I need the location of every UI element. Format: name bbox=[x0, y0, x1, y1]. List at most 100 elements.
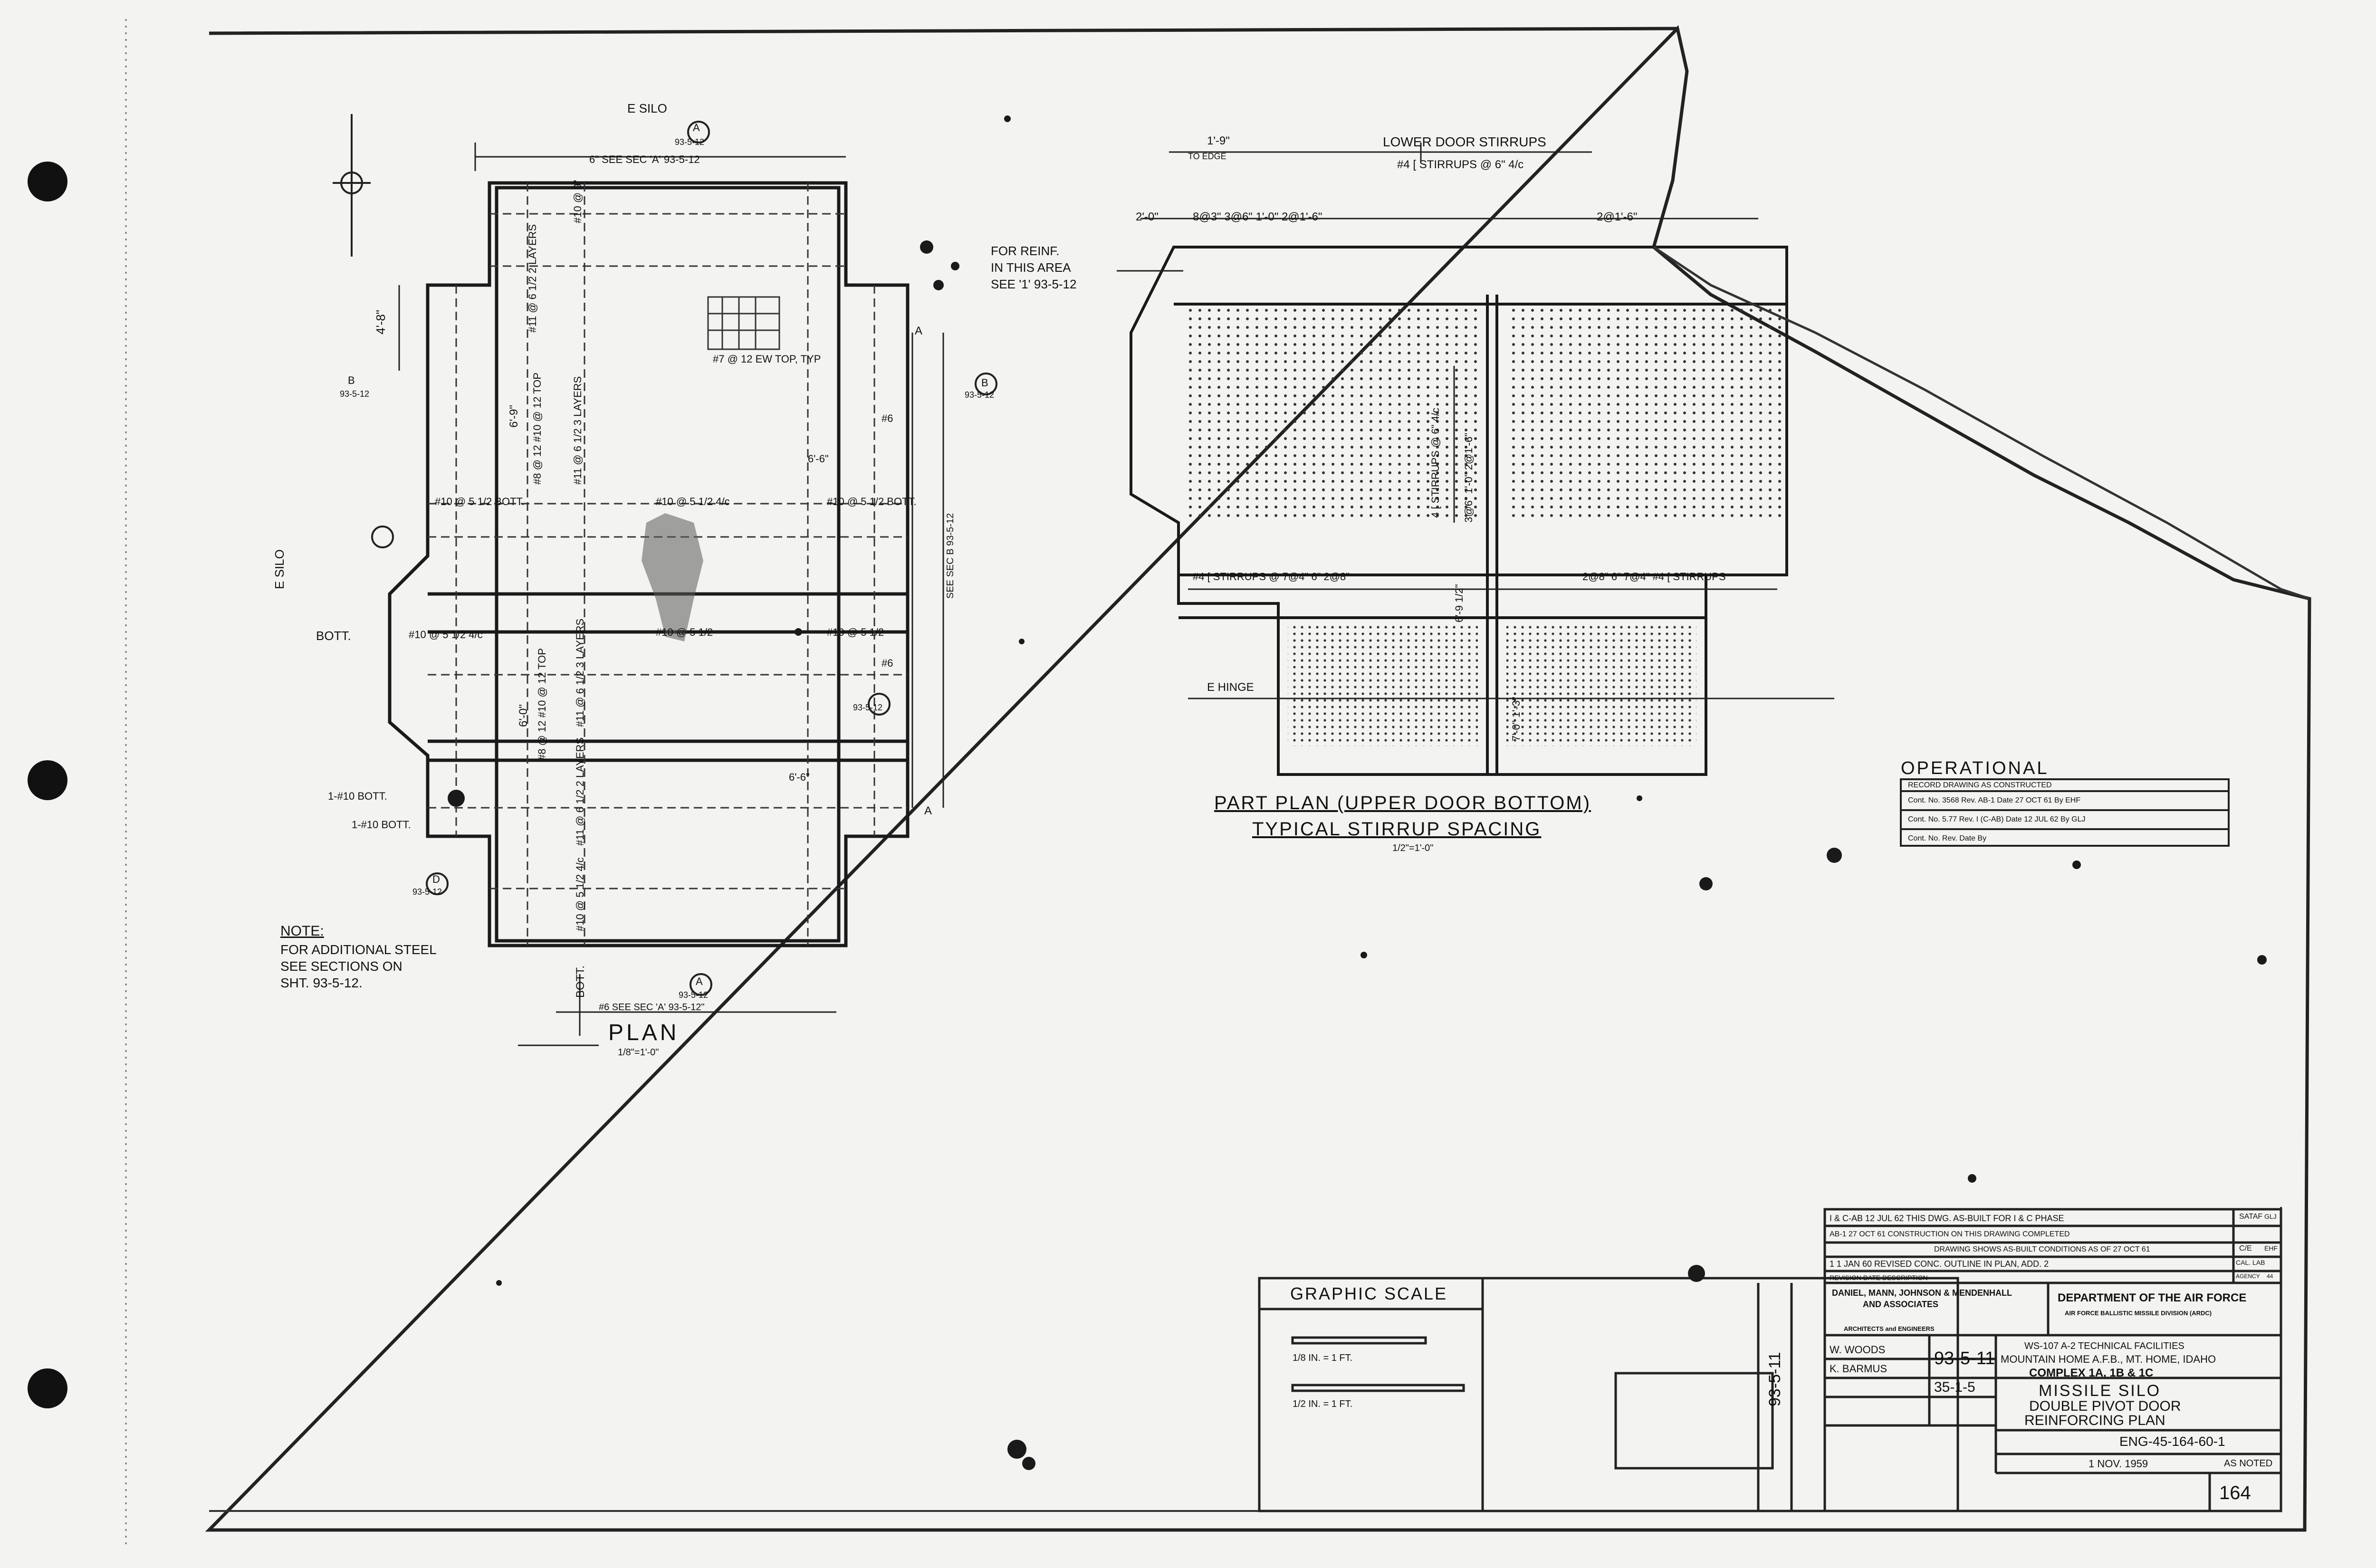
marker-a-2: A bbox=[924, 804, 932, 817]
spacing-top: 8@3" 3@6" 1'-0" 2@1'-6" bbox=[1193, 210, 1322, 223]
dim-6-0: 6'-0" bbox=[517, 704, 530, 727]
marker-a-1: A bbox=[915, 325, 923, 337]
ce-init: EHF bbox=[2264, 1244, 2278, 1252]
revision-1: I & C-AB 12 JUL 62 THIS DWG. AS-BUILT FO… bbox=[1830, 1214, 2064, 1223]
firm-line-3: ARCHITECTS and ENGINEERS bbox=[1844, 1325, 1935, 1332]
drawing-title-3: REINFORCING PLAN bbox=[2024, 1413, 2165, 1428]
section-a2-sheet: 93-5-12 bbox=[679, 990, 709, 1000]
bott-11-2: #11 @ 6 1/2 2 LAYERS bbox=[574, 737, 586, 846]
binder-hole-middle bbox=[28, 760, 67, 800]
reinf-line-3: SEE '1' 93-5-12 bbox=[991, 277, 1077, 291]
dim-1-9: 1'-9" bbox=[1207, 134, 1230, 147]
firm-line-1: DANIEL, MANN, JOHNSON & MENDENHALL bbox=[1832, 1288, 2012, 1298]
drawn-by: W. WOODS bbox=[1830, 1344, 1886, 1356]
part-plan-dimensions bbox=[1117, 143, 1834, 699]
drawing-title-2: DOUBLE PIVOT DOOR bbox=[2029, 1398, 2181, 1414]
plan-scale: 1/8"=1'-0" bbox=[618, 1047, 659, 1058]
dim-6-9-half: 6'-9 1/2" bbox=[1453, 584, 1465, 622]
bar-10-bott: #10 @ 5 1/2 BOTT. bbox=[435, 496, 525, 507]
bott-10-b: 1-#10 BOTT. bbox=[352, 819, 411, 831]
detail-c-sheet: 93-5-12 bbox=[853, 703, 883, 712]
bar-6: #6 bbox=[881, 412, 893, 424]
section-markers bbox=[371, 121, 997, 996]
dim-6-6a: 6'-6" bbox=[808, 453, 829, 465]
satf-init: GLJ bbox=[2264, 1213, 2277, 1220]
plan-rebar-lines bbox=[428, 183, 908, 946]
plan-title: PLAN bbox=[608, 1020, 680, 1045]
graphic-scale-1: 1/8 IN. = 1 FT. bbox=[1293, 1353, 1353, 1363]
stirrups-6: #4 [ STIRRUPS @ 6" 4/c bbox=[1397, 158, 1524, 171]
drawing-scale: AS NOTED bbox=[2224, 1458, 2273, 1469]
bar-6b: #6 bbox=[881, 657, 893, 669]
see-sec-top: 6" SEE SEC 'A' 93-5-12 bbox=[589, 153, 700, 165]
detail-b-letter: B bbox=[348, 374, 355, 386]
bar-10-right2: #10 @ 5 1/2 bbox=[827, 626, 884, 638]
operational-heading: OPERATIONAL bbox=[1901, 758, 2049, 778]
operational-row-3: Cont. No. Rev. Date By bbox=[1908, 834, 1987, 842]
dept-label: DEPARTMENT OF THE AIR FORCE bbox=[2058, 1291, 2247, 1304]
section-a-letter: A bbox=[693, 122, 700, 134]
graphic-scale-box bbox=[1258, 1277, 1959, 1512]
division-label: AIR FORCE BALLISTIC MISSILE DIVISION (AR… bbox=[2065, 1310, 2212, 1317]
vert-stirrups: 4 [ STIRRUPS @ 6" 4/c bbox=[1429, 408, 1441, 518]
sheet-number-2: 35-1-5 bbox=[1934, 1379, 1975, 1395]
satf-label: SATAF bbox=[2239, 1213, 2263, 1221]
firm-line-2: AND ASSOCIATES bbox=[1863, 1300, 1939, 1309]
stirrups-right: 2@8" 6" 7@4" #4 [ STIRRUPS bbox=[1582, 571, 1726, 583]
stirrups-left: #4 [ STIRRUPS @ 7@4" 6" 2@8" bbox=[1193, 571, 1350, 583]
dim-6-6b: 6'-6" bbox=[789, 771, 810, 783]
revision-2: AB-1 27 OCT 61 CONSTRUCTION ON THIS DRAW… bbox=[1830, 1230, 2070, 1238]
section-a-sheet: 93-5-12 bbox=[675, 137, 705, 147]
note-line-2: SEE SECTIONS ON bbox=[280, 959, 402, 974]
hatch-area bbox=[707, 296, 780, 350]
bar-10-left: #10 @ 5 1/2 4/c bbox=[409, 629, 483, 641]
bott-10-a: 1-#10 BOTT. bbox=[328, 790, 387, 802]
dim-7-0: 7'-0" 1'-3" bbox=[1510, 697, 1522, 741]
bott-label: BOTT. bbox=[574, 965, 587, 998]
detail-b2-letter: B bbox=[981, 377, 988, 389]
detail-b-sheet: 93-5-12 bbox=[340, 389, 370, 399]
location-label: MOUNTAIN HOME A.F.B., MT. HOME, IDAHO bbox=[2001, 1353, 2216, 1365]
esilo-left-label: E SILO bbox=[272, 549, 287, 589]
ce-label: C/E bbox=[2239, 1244, 2252, 1252]
top-11-2-layers: #11 @ 6 1/2 2 LAYERS bbox=[527, 224, 538, 333]
sheet-number: 93-5-11 bbox=[1934, 1348, 1995, 1368]
top-10-9: #10 @ 9" bbox=[572, 180, 584, 223]
bar-7-12-ew: #7 @ 12 EW TOP, TYP bbox=[713, 353, 821, 365]
eng-number: ENG-45-164-60-1 bbox=[2119, 1434, 2225, 1449]
sheet-border bbox=[205, 25, 2311, 1532]
agency-value: 44 bbox=[2267, 1273, 2273, 1280]
facility-label: WS-107 A-2 TECHNICAL FACILITIES bbox=[2024, 1341, 2184, 1351]
revision-4: 1 1 JAN 60 REVISED CONC. OUTLINE IN PLAN… bbox=[1830, 1259, 2049, 1269]
smudge-mark bbox=[642, 513, 703, 641]
binder-hole-top bbox=[28, 162, 67, 201]
part-plan-outline bbox=[1130, 246, 1788, 776]
bott-10-55: #10 @ 5 1/2 4/c bbox=[574, 857, 586, 931]
mid-11-3: #11 @ 6 1/2 3 LAYERS bbox=[572, 376, 584, 485]
see-sec-b: SEE SEC B 93-5-12 bbox=[945, 513, 956, 599]
esilo-top-label: E SILO bbox=[627, 101, 667, 115]
binder-hole-bottom bbox=[28, 1368, 67, 1408]
toner-specks bbox=[448, 115, 2267, 1470]
checked-by: K. BARMUS bbox=[1830, 1363, 1887, 1375]
operational-row-2: Cont. No. 5.77 Rev. I (C-AB) Date 12 JUL… bbox=[1908, 815, 2086, 823]
dim-2-0: 2'-0" bbox=[1136, 210, 1159, 223]
operational-row-1: Cont. No. 3568 Rev. AB-1 Date 27 OCT 61 … bbox=[1908, 796, 2081, 804]
cal-label: CAL. LAB bbox=[2236, 1259, 2265, 1266]
spacing-right: 2@1'-6" bbox=[1597, 210, 1638, 223]
revision-header: REVISION DATE DESCRIPTION bbox=[1830, 1274, 1928, 1281]
graphic-scale-2: 1/2 IN. = 1 FT. bbox=[1293, 1399, 1353, 1409]
see-sec-bottom: #6 SEE SEC 'A' 93-5-12" bbox=[599, 1002, 705, 1013]
low-8-12: #8 @ 12 #10 @ 12 TOP bbox=[536, 648, 548, 760]
operational-stamp bbox=[1900, 778, 2230, 847]
detail-d-sheet: 93-5-12 bbox=[412, 887, 442, 897]
plan-dimensions bbox=[398, 143, 944, 1046]
hinge-label: E HINGE bbox=[1207, 681, 1254, 694]
detail-b2-sheet: 93-5-12 bbox=[965, 390, 995, 400]
drawing-date: 1 NOV. 1959 bbox=[2089, 1458, 2148, 1470]
north-arrow-icon bbox=[333, 114, 371, 257]
revision-3: DRAWING SHOWS AS-BUILT CONDITIONS AS OF … bbox=[1934, 1245, 2150, 1253]
low-11-3: #11 @ 6 1/2 3 LAYERS bbox=[574, 618, 586, 727]
part-plan-title-2: TYPICAL STIRRUP SPACING bbox=[1252, 819, 1542, 840]
mid-8-12: #8 @ 12 #10 @ 12 TOP bbox=[531, 373, 543, 485]
